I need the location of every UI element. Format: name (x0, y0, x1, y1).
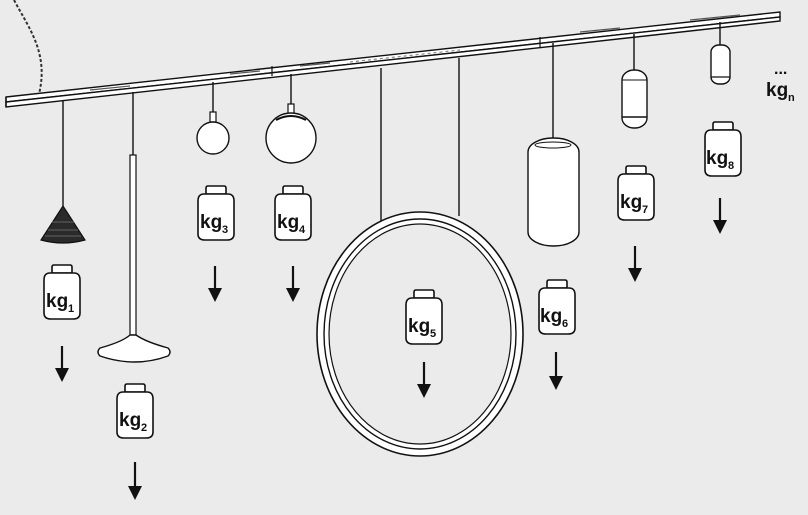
weight-8-label: kg (706, 148, 728, 169)
continuation-ellipsis: ... (774, 61, 787, 78)
arrow-3 (208, 266, 222, 302)
weight-4-subscript: 4 (299, 224, 306, 236)
disc-pendant (97, 92, 171, 363)
track-rail (5, 11, 781, 108)
weight-n-subscript: n (788, 92, 795, 104)
weight-7-label: kg (620, 192, 642, 213)
arrow-2 (128, 462, 142, 500)
large-globe (265, 74, 317, 164)
weight-1-subscript: 1 (68, 303, 74, 315)
arrow-6 (549, 352, 563, 390)
weight-3-subscript: 3 (222, 224, 228, 236)
medium-capsule (621, 34, 648, 129)
weight-6-subscript: 6 (562, 318, 568, 330)
arrow-5 (417, 362, 431, 398)
arrow-8 (713, 198, 727, 234)
weight-2-subscript: 2 (141, 422, 147, 434)
weight-1-label: kg (46, 291, 68, 312)
cone-pendant (40, 100, 86, 244)
power-cable (13, 0, 43, 99)
arrow-7 (628, 246, 642, 282)
weight-8-subscript: 8 (728, 160, 734, 172)
weight-5-subscript: 5 (430, 328, 436, 340)
weight-n-label: kg (766, 80, 788, 101)
arrow-4 (286, 266, 300, 302)
ring-luminaire (316, 58, 524, 457)
weight-5-label: kg (408, 316, 430, 337)
weight-6-label: kg (540, 306, 562, 327)
tall-capsule (527, 43, 580, 247)
weight-3-label: kg (200, 212, 222, 233)
weight-2-label: kg (119, 410, 141, 431)
arrow-1 (55, 346, 69, 382)
small-globe (196, 82, 230, 155)
weight-4-label: kg (277, 212, 299, 233)
weight-7-subscript: 7 (642, 204, 648, 216)
small-capsule (710, 22, 731, 85)
load-arrows (55, 198, 727, 500)
